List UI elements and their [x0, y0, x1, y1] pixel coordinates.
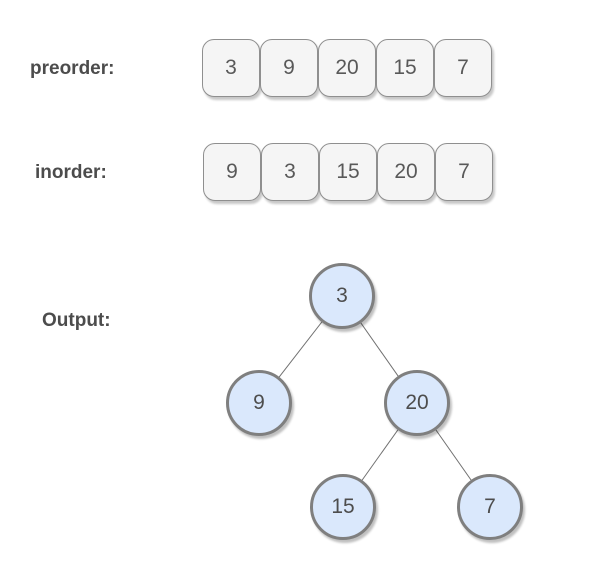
preorder-cell-1: 9	[260, 39, 318, 97]
inorder-cell-2: 15	[319, 143, 377, 201]
output-label: Output:	[42, 310, 111, 331]
inorder-cell-0: 9	[203, 143, 261, 201]
preorder-cell-2: 20	[318, 39, 376, 97]
tree-node-7: 7	[457, 474, 523, 540]
inorder-cell-4: 7	[435, 143, 493, 201]
preorder-cell-4: 7	[434, 39, 492, 97]
preorder-array: 3 9 20 15 7	[202, 39, 492, 97]
inorder-label: inorder:	[35, 162, 107, 183]
preorder-cell-0: 3	[202, 39, 260, 97]
tree-node-right-child: 20	[384, 370, 450, 436]
tree-node-left-child: 9	[226, 370, 292, 436]
tree-node-15: 15	[310, 474, 376, 540]
tree-node-root: 3	[309, 263, 375, 329]
preorder-label: preorder:	[30, 58, 115, 79]
inorder-cell-3: 20	[377, 143, 435, 201]
preorder-cell-3: 15	[376, 39, 434, 97]
inorder-cell-1: 3	[261, 143, 319, 201]
inorder-array: 9 3 15 20 7	[203, 143, 493, 201]
